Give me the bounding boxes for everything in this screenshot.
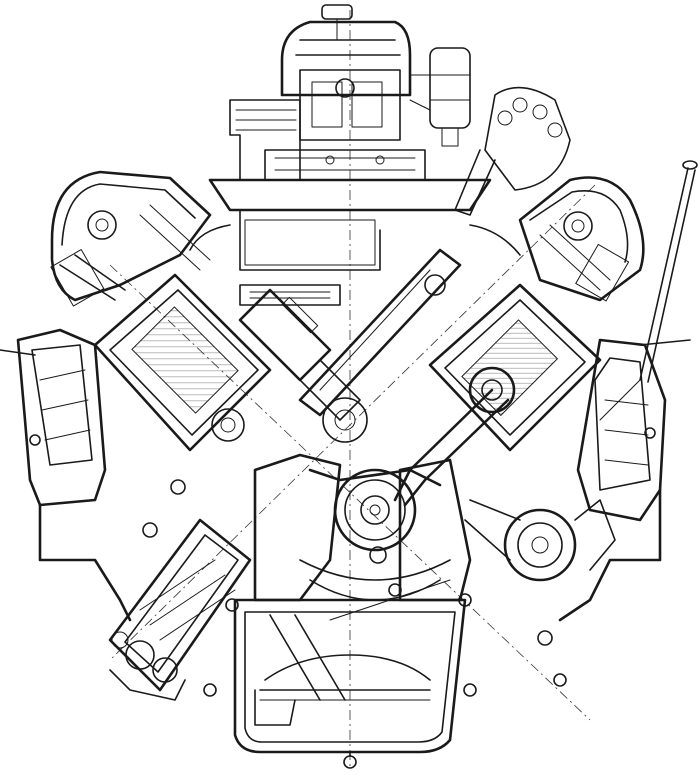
right-valve-cover bbox=[518, 176, 645, 302]
engine-block-outline bbox=[38, 224, 662, 622]
left-exhaust-manifold bbox=[0, 328, 107, 507]
left-piston-and-rod bbox=[238, 288, 361, 421]
right-upper-rod bbox=[298, 248, 462, 443]
crankshaft-journal bbox=[308, 468, 442, 552]
fuel-filter bbox=[409, 47, 471, 147]
left-valve-cover bbox=[50, 170, 212, 307]
lower-left-pump bbox=[108, 518, 252, 701]
right-exhaust-manifold bbox=[576, 338, 691, 522]
water-pump bbox=[464, 499, 616, 582]
bolts bbox=[29, 427, 656, 697]
left-cylinder-bank bbox=[93, 273, 272, 452]
distributor bbox=[454, 86, 571, 216]
carburetor bbox=[229, 4, 426, 181]
oil-pan bbox=[233, 579, 467, 769]
